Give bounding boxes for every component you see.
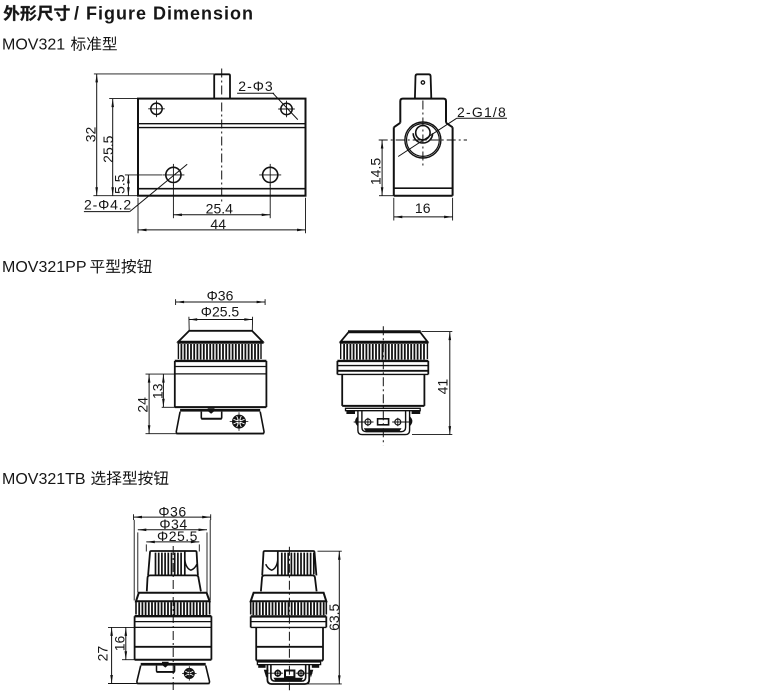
svg-text:27: 27 bbox=[95, 646, 111, 662]
svg-text:MOV321PP: MOV321PP bbox=[2, 259, 86, 276]
svg-text:44: 44 bbox=[210, 216, 226, 232]
svg-text:16: 16 bbox=[415, 200, 431, 216]
svg-text:25.4: 25.4 bbox=[206, 201, 233, 217]
svg-text:63.5: 63.5 bbox=[326, 603, 342, 630]
svg-text:2-Φ4.2: 2-Φ4.2 bbox=[84, 197, 132, 213]
svg-text:2-Φ3: 2-Φ3 bbox=[238, 78, 273, 94]
svg-text:Φ34: Φ34 bbox=[159, 516, 187, 532]
svg-text:14.5: 14.5 bbox=[368, 158, 384, 185]
svg-text:MOV321TB: MOV321TB bbox=[2, 471, 86, 488]
svg-text:25.5: 25.5 bbox=[100, 135, 116, 162]
svg-text:Φ25.5: Φ25.5 bbox=[201, 303, 240, 319]
svg-text:2-G1/8: 2-G1/8 bbox=[457, 104, 507, 120]
svg-text:MOV321: MOV321 bbox=[2, 37, 65, 54]
svg-text:32: 32 bbox=[83, 127, 99, 143]
svg-text:41: 41 bbox=[435, 379, 451, 395]
svg-text:Φ36: Φ36 bbox=[207, 287, 234, 303]
svg-text:24: 24 bbox=[135, 397, 151, 413]
svg-text:13: 13 bbox=[149, 383, 165, 399]
svg-text:Φ36: Φ36 bbox=[158, 503, 186, 519]
svg-text:/ Figure Dimension: / Figure Dimension bbox=[74, 3, 254, 23]
svg-text:16: 16 bbox=[111, 636, 127, 652]
svg-text:5.5: 5.5 bbox=[112, 174, 128, 194]
svg-text:Φ25.5: Φ25.5 bbox=[157, 528, 198, 544]
